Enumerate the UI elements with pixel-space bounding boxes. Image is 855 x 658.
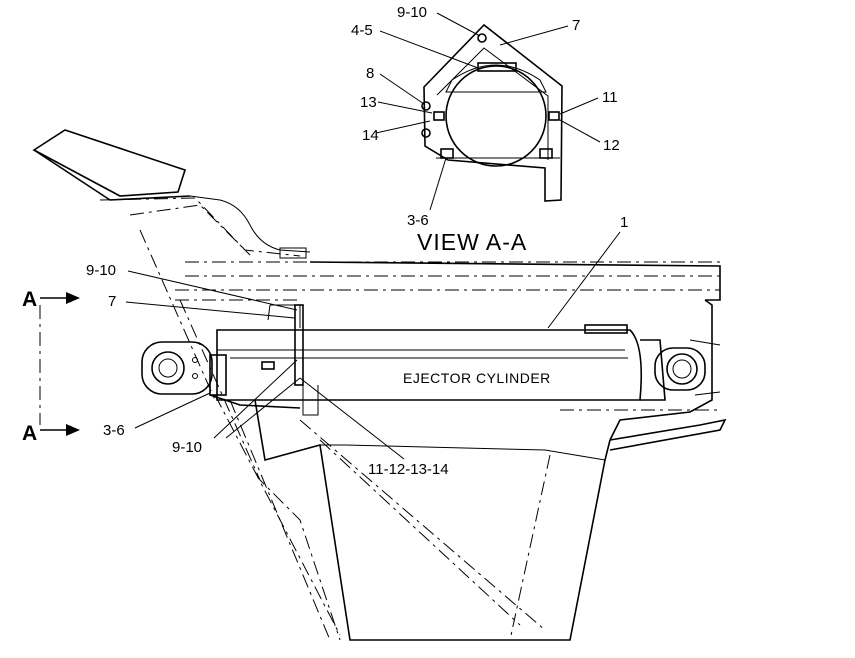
top-pad [477,62,517,72]
clamp-bolt [261,361,275,370]
rod-eye-bore [666,353,698,385]
callout-12-view: 12 [603,137,620,154]
callout-1: 1 [620,214,628,231]
washer-top [421,101,431,111]
apron-dash-1 [99,197,301,257]
callout-9-10-view: 9-10 [397,4,427,21]
component-label: EJECTOR CYLINDER [403,370,551,386]
callout-8-view: 8 [366,65,374,82]
bowl-outline [254,399,611,641]
callout-4-5-view: 4-5 [351,22,373,39]
ejector-cylinder [141,304,721,416]
rail-solid-right [309,261,721,301]
callout-11-12-13-14: 11-12-13-14 [368,461,449,478]
head-eye-bore [151,351,185,385]
leader-9-10-lower-a [213,359,298,439]
leader-9-10-upper [127,270,298,311]
callout-14-view: 14 [362,127,379,144]
rod-eye [654,347,706,391]
section-arrowhead-bottom [66,424,80,436]
head-end-cap [209,354,227,396]
head-eye-pin [158,358,178,378]
left-bolt [433,111,445,121]
hose-clip [279,247,307,259]
rod-gland [640,339,666,401]
support-flange [209,394,301,409]
leader-4-5-view [379,30,479,69]
leader-13-view [377,101,433,114]
leader-11-14 [299,377,405,460]
section-line-a-a [39,292,80,436]
bowl-dash-5 [509,454,551,641]
port-fitting [584,324,628,334]
bolt-head-top [477,33,487,43]
right-link-1 [689,339,721,346]
washer-bottom [421,128,431,138]
callout-9-10-upper: 9-10 [86,262,116,279]
clamp-bracket [302,305,319,416]
leader-3-6-main [134,392,211,429]
rear-bracket [609,299,713,441]
hose-line [189,195,311,253]
grease-fitting-2 [192,373,198,379]
head-eye [141,341,213,395]
bowl-dash-6 [179,299,341,641]
callout-7-view: 7 [572,17,580,34]
leader-9-10-lower-b [225,377,301,439]
bowl-dash-4 [319,439,521,626]
cylinder-tube-section [445,65,547,167]
leader-1 [547,231,621,329]
bracket-outline [423,23,563,202]
callout-7-main: 7 [108,293,116,310]
bottom-pad-right [539,148,553,159]
section-marker-bottom: A [22,422,37,445]
right-link-2 [694,391,721,396]
leader-7-view [499,25,569,46]
view-title: VIEW A-A [417,229,527,255]
scraper-body [32,129,727,641]
section-view-a-a: 9-10 7 4-5 8 13 14 11 12 3-6 [351,4,620,229]
leader-7-main [125,301,296,319]
leader-12-view [559,119,601,143]
top-clamp [445,64,547,93]
leader-9-10-view [436,12,481,37]
callout-9-10-lower: 9-10 [172,439,202,456]
cylinder-barrel [216,329,643,401]
main-leaders [125,231,621,460]
clamp-plate [294,304,304,386]
apron-dash-2 [129,204,251,256]
callout-11-view: 11 [602,89,618,106]
section-arrowhead-top [66,292,80,304]
bracket-top [270,304,301,328]
bracket-inner-edge [436,47,549,160]
bowl-dash-3 [299,419,546,631]
grease-fitting [192,357,198,363]
leader-8-view [379,73,425,105]
section-marker-top: A [22,288,37,311]
bracket-edge [267,304,271,321]
bowl-dash-7 [139,229,216,401]
callout-13-view: 13 [360,94,377,111]
rear-lip [609,418,727,451]
bowl-dash-2 [214,394,341,636]
callout-3-6-view: 3-6 [407,212,429,229]
leader-3-6-view [429,157,447,211]
rod-eye-pin [672,359,692,379]
bowl-rim [320,444,606,461]
callout-3-6-main: 3-6 [103,422,125,439]
apron-top [32,129,187,197]
leader-11-view [559,97,599,115]
right-bolt [548,111,560,121]
leader-14-view [375,120,431,134]
